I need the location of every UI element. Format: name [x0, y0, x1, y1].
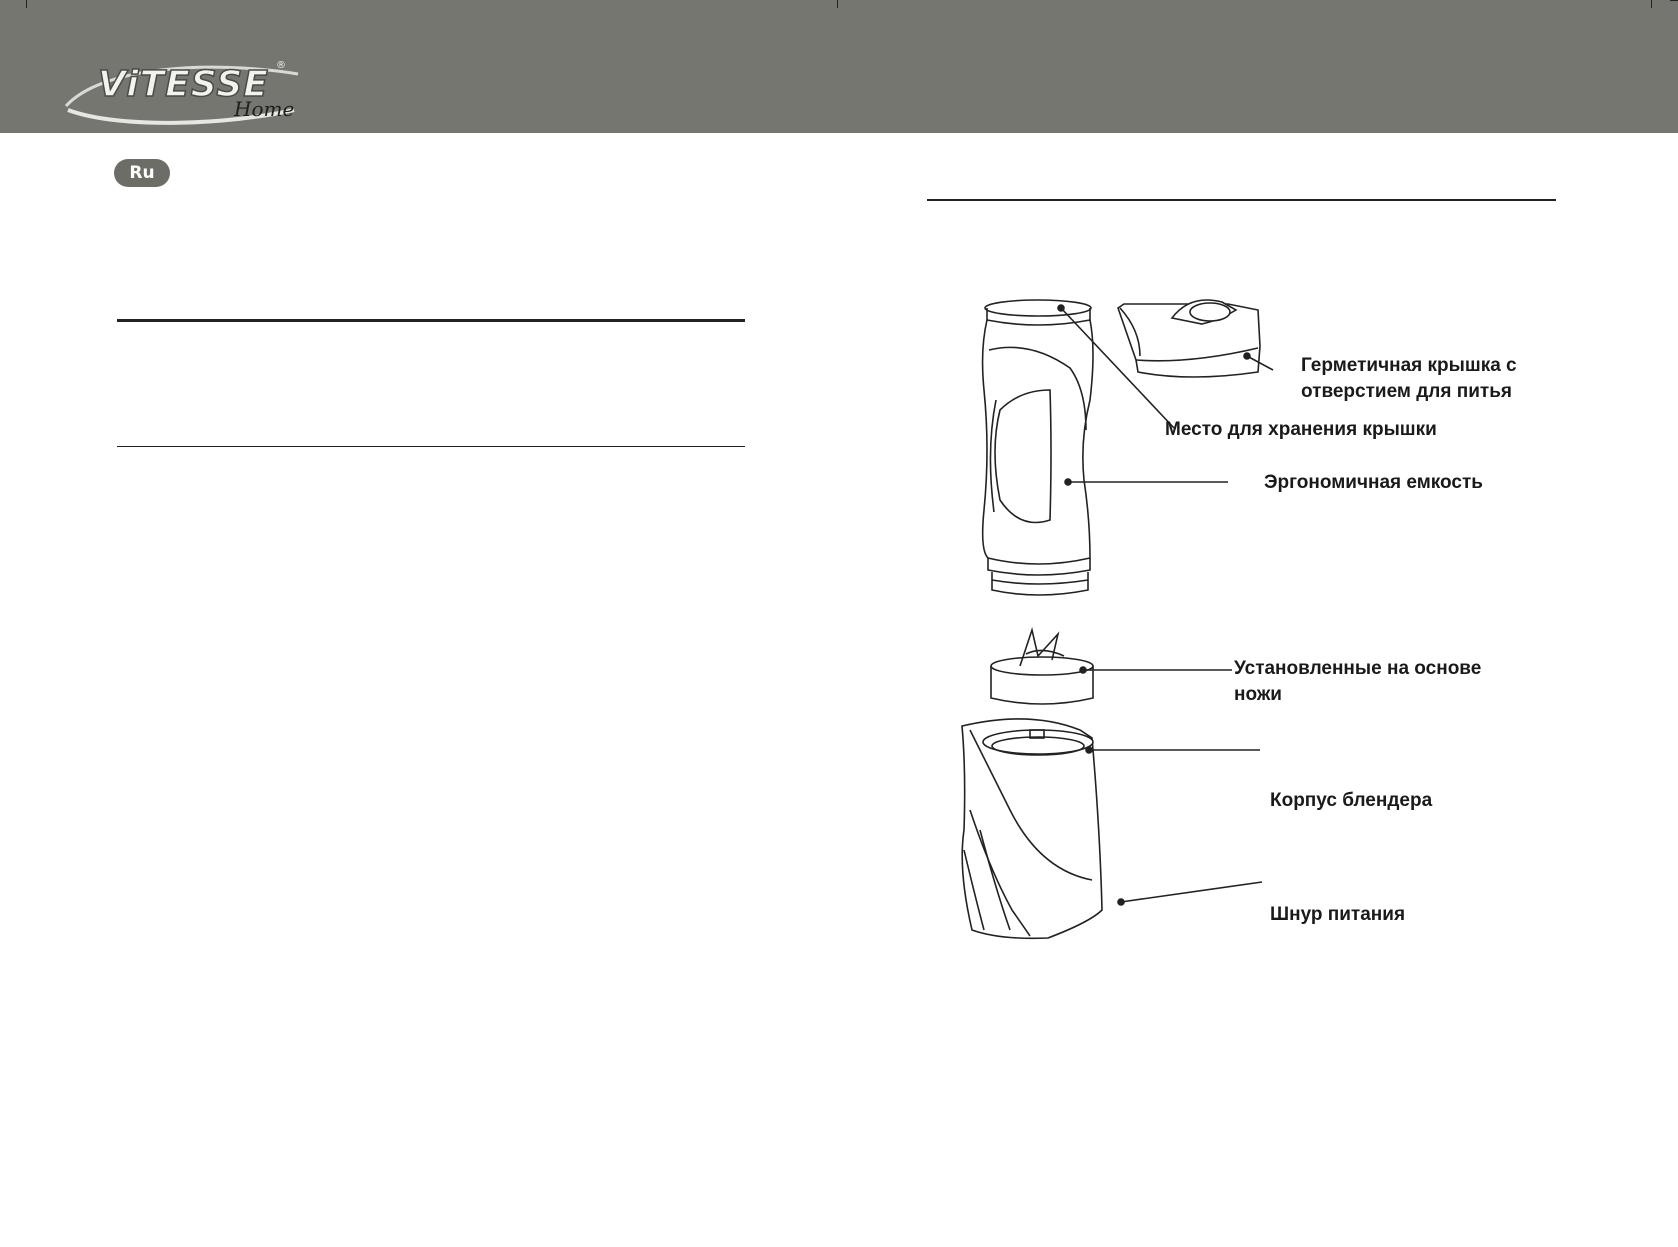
crop-mark [1670, 0, 1678, 1]
left-section-rule-thick [117, 319, 745, 322]
ergonomic-container-drawing [981, 299, 1094, 596]
blender-body-drawing [961, 718, 1125, 940]
callout-blades-line1: Установленные на основе [1234, 658, 1482, 679]
callout-drinking-lid: Герметичная крышка с отверстием для пить… [1301, 353, 1517, 405]
callout-blades: Установленные на основе ножи [1234, 656, 1481, 708]
header-band [0, 0, 1678, 133]
callout-blades-line2: ножи [1234, 684, 1282, 705]
crop-mark [837, 0, 838, 8]
callout-blender-body: Корпус блендера [1270, 790, 1433, 811]
svg-text:®: ® [276, 60, 286, 71]
callout-power-cord: Шнур питания [1270, 904, 1406, 925]
crop-mark [26, 0, 27, 8]
callout-drinking-lid-line1: Герметичная крышка с [1301, 355, 1517, 376]
callout-container: Эргономичная емкость [1264, 472, 1483, 493]
leader-lines [1060, 307, 1274, 903]
crop-mark [1651, 0, 1652, 8]
left-section-rule-thin [117, 446, 745, 447]
svg-text:ViTESSE: ViTESSE [98, 64, 269, 105]
blade-assembly-drawing [990, 627, 1094, 705]
blender-parts-diagram [940, 290, 1560, 1010]
language-badge: Ru [114, 159, 170, 187]
right-section-rule [927, 199, 1556, 201]
callout-lid-storage: Место для хранения крышки [1165, 419, 1437, 440]
drinking-lid-drawing [1117, 299, 1261, 378]
vitesse-logo: ViTESSE ® Home [62, 52, 312, 130]
svg-text:Home: Home [233, 97, 294, 121]
callout-drinking-lid-line2: отверстием для питья [1301, 381, 1512, 402]
